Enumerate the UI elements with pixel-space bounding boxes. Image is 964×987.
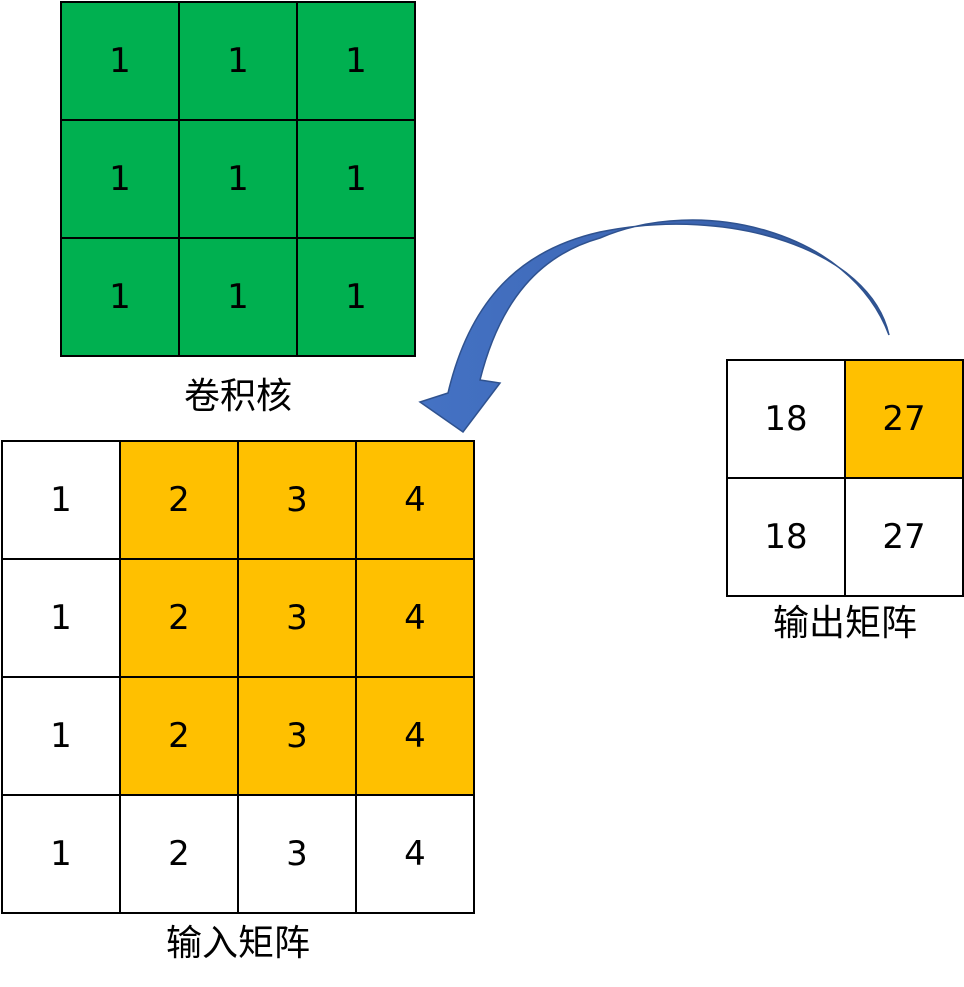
kernel-caption: 卷积核: [183, 376, 292, 417]
input-matrix: 1 2 3 4 1 2 3 4 1 2 3 4 1 2 3 4: [1, 440, 475, 914]
input-cell-highlighted: 2: [121, 442, 239, 560]
input-cell: 4: [357, 796, 475, 914]
output-cell: 27: [846, 479, 964, 597]
output-matrix: 18 27 18 27: [726, 359, 964, 597]
input-cell-highlighted: 3: [239, 678, 357, 796]
input-cell: 1: [3, 560, 121, 678]
kernel-cell: 1: [180, 121, 298, 239]
output-cell: 18: [728, 361, 846, 479]
input-cell-highlighted: 2: [121, 560, 239, 678]
input-cell: 1: [3, 678, 121, 796]
input-cell-highlighted: 4: [357, 560, 475, 678]
kernel-matrix: 1 1 1 1 1 1 1 1 1: [60, 1, 416, 357]
kernel-cell: 1: [180, 239, 298, 357]
kernel-cell: 1: [180, 3, 298, 121]
input-cell: 1: [3, 796, 121, 914]
input-cell-highlighted: 4: [357, 678, 475, 796]
output-cell: 18: [728, 479, 846, 597]
output-caption: 输出矩阵: [772, 603, 917, 644]
kernel-cell: 1: [62, 121, 180, 239]
output-cell-highlighted: 27: [846, 361, 964, 479]
input-cell: 2: [121, 796, 239, 914]
input-cell: 3: [239, 796, 357, 914]
kernel-cell: 1: [62, 239, 180, 357]
kernel-cell: 1: [298, 3, 416, 121]
kernel-cell: 1: [298, 121, 416, 239]
input-cell: 1: [3, 442, 121, 560]
input-caption: 输入矩阵: [165, 923, 310, 964]
input-cell-highlighted: 2: [121, 678, 239, 796]
kernel-cell: 1: [298, 239, 416, 357]
input-cell-highlighted: 4: [357, 442, 475, 560]
kernel-cell: 1: [62, 3, 180, 121]
input-cell-highlighted: 3: [239, 442, 357, 560]
input-cell-highlighted: 3: [239, 560, 357, 678]
